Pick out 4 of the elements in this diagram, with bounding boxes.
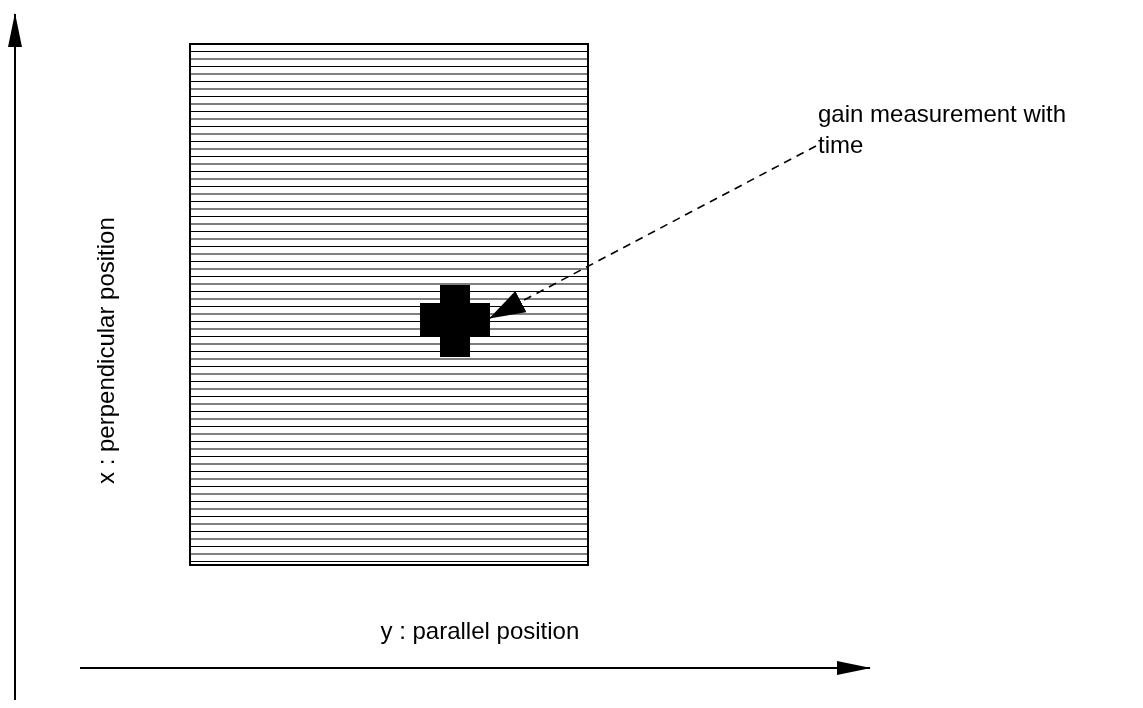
- axis-label: y : parallel position: [380, 615, 580, 646]
- axis-label: x : perpendicular position: [90, 216, 120, 484]
- callout-text: gain measurement with time: [818, 98, 1068, 161]
- leader-line: [489, 145, 817, 319]
